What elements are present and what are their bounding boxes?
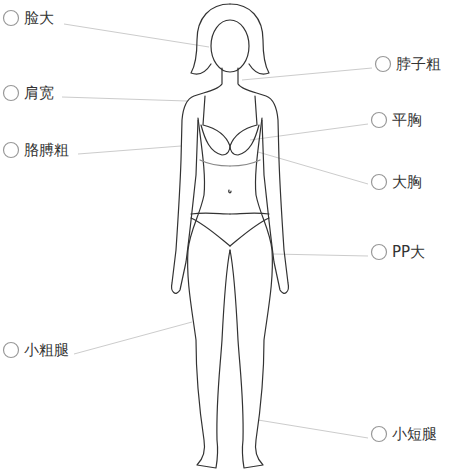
leader-line [258,420,368,438]
option-circle [372,245,387,260]
option-circle [372,427,387,442]
leader-line [62,97,187,101]
body-label: 胳膊粗 [24,142,69,158]
body-label: 大胸 [392,174,422,190]
bra [201,96,230,155]
body-label: 脖子粗 [396,56,441,72]
body-label: 平胸 [392,112,422,128]
option-circle [4,11,19,26]
leader-line [273,254,368,256]
option-circle [4,143,19,158]
torso-leg [188,118,230,468]
body-label: 小粗腿 [24,342,69,358]
option-circle [4,343,19,358]
option-circle [372,113,387,128]
body-label: 肩宽 [24,85,54,101]
body-label: 脸大 [24,10,54,26]
navel [229,190,231,193]
body-half [172,4,230,468]
body-outline [172,4,289,468]
ribline [200,160,230,166]
leader-line [250,124,368,140]
body-label: 小短腿 [392,426,437,442]
option-circle [376,57,391,72]
option-circle [4,86,19,101]
leader-line [74,322,192,354]
leader-lines [62,24,372,438]
briefs [191,213,230,246]
leader-line [64,24,209,47]
hair [191,4,230,74]
option-circle [372,175,387,190]
leader-line [258,152,368,184]
body-half-mirror [230,4,288,468]
body-label: PP大 [392,244,425,260]
arm [172,68,222,293]
face [211,20,249,72]
leader-line [78,146,181,154]
